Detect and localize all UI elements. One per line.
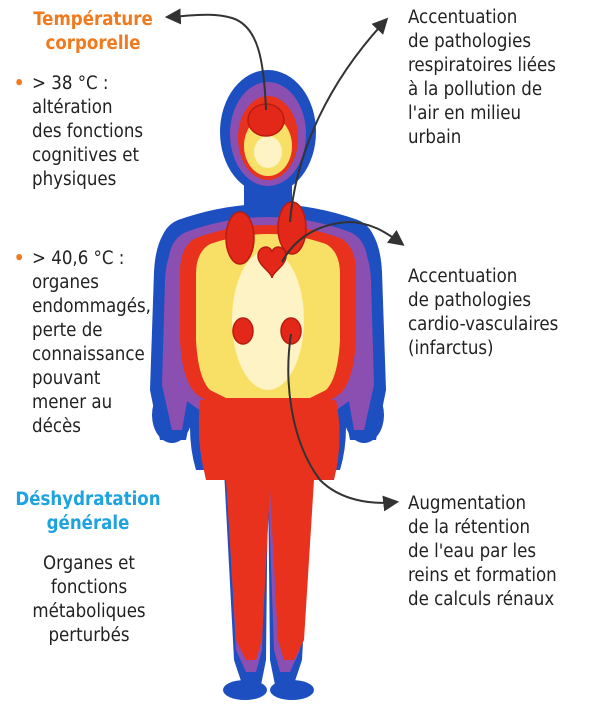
dehydration-line: fonctions bbox=[14, 576, 164, 600]
kidney-line: de l'eau par les bbox=[408, 540, 557, 564]
dehydration-line: métaboliques bbox=[14, 600, 164, 624]
bullet-icon: • bbox=[14, 73, 24, 94]
dehydration-text: Organes et fonctions métaboliques pertur… bbox=[14, 552, 164, 648]
item-line: connaissance bbox=[32, 343, 151, 367]
respiratory-line: respiratoires liées bbox=[408, 54, 556, 78]
cardio-line: Accentuation bbox=[408, 265, 558, 289]
temperature-item-40: > 40,6 °C : organes endommagés, perte de… bbox=[32, 247, 151, 439]
respiratory-line: Accentuation bbox=[408, 6, 556, 30]
item-line: décès bbox=[32, 415, 151, 439]
item-line: perte de bbox=[32, 319, 151, 343]
dehydration-heading-line-2: générale bbox=[8, 512, 168, 536]
temperature-heading-line-2: corporelle bbox=[18, 32, 168, 56]
dehydration-heading: Déshydratation générale bbox=[8, 488, 168, 536]
kidney-text: Augmentation de la rétention de l'eau pa… bbox=[408, 492, 557, 612]
respiratory-line: urbain bbox=[408, 126, 556, 150]
item-line: altération bbox=[32, 96, 143, 120]
item-line: physiques bbox=[32, 168, 143, 192]
lung-left-icon bbox=[226, 212, 254, 264]
respiratory-text: Accentuation de pathologies respiratoire… bbox=[408, 6, 556, 150]
temperature-heading: Température corporelle bbox=[18, 8, 168, 56]
cardio-line: (infarctus) bbox=[408, 337, 558, 361]
dehydration-line: Organes et bbox=[14, 552, 164, 576]
temperature-item-38: > 38 °C : altération des fonctions cogni… bbox=[32, 72, 143, 192]
item-line: mener au bbox=[32, 391, 151, 415]
item-line: endommagés, bbox=[32, 295, 151, 319]
respiratory-line: de pathologies bbox=[408, 30, 556, 54]
item-line: > 40,6 °C : bbox=[32, 247, 151, 271]
item-line: pouvant bbox=[32, 367, 151, 391]
kidney-line: reins et formation bbox=[408, 564, 557, 588]
cardio-line: cardio-vasculaires bbox=[408, 313, 558, 337]
respiratory-line: l'air en milieu bbox=[408, 102, 556, 126]
bullet-icon: • bbox=[14, 248, 24, 269]
cardio-text: Accentuation de pathologies cardio-vascu… bbox=[408, 265, 558, 361]
item-line: des fonctions bbox=[32, 120, 143, 144]
temperature-heading-line-1: Température bbox=[18, 8, 168, 32]
dehydration-line: perturbés bbox=[14, 624, 164, 648]
dehydration-heading-line-1: Déshydratation bbox=[8, 488, 168, 512]
respiratory-line: à la pollution de bbox=[408, 78, 556, 102]
item-line: cognitives et bbox=[32, 144, 143, 168]
item-line: organes bbox=[32, 271, 151, 295]
kidney-line: Augmentation bbox=[408, 492, 557, 516]
kidney-line: de la rétention bbox=[408, 516, 557, 540]
cardio-line: de pathologies bbox=[408, 289, 558, 313]
kidney-left-icon bbox=[233, 318, 253, 344]
item-line: > 38 °C : bbox=[32, 72, 143, 96]
kidney-line: de calculs rénaux bbox=[408, 588, 557, 612]
